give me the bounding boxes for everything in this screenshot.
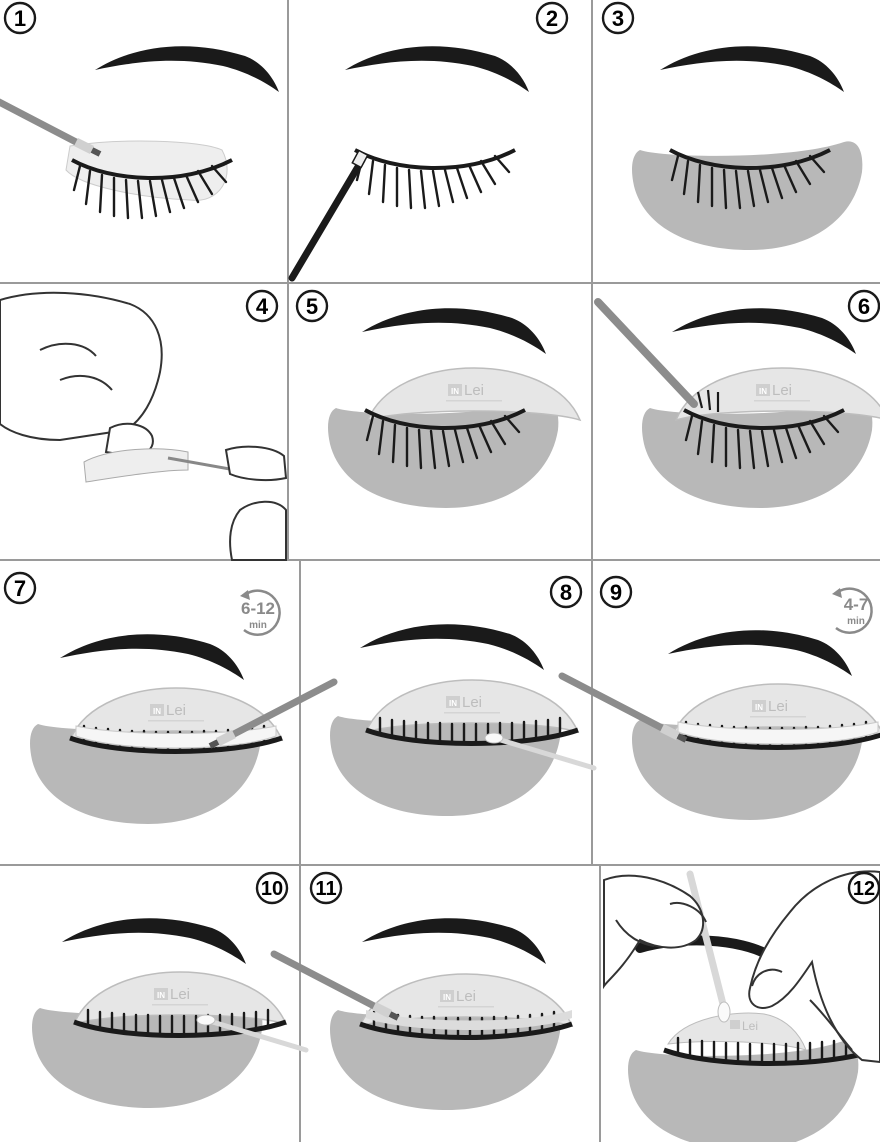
tool-hand-icon xyxy=(224,445,288,561)
panel-step-3: 3 xyxy=(601,1,863,250)
under-eye-pad xyxy=(632,141,863,250)
panel-step-7: 6-12 min 7 xyxy=(3,571,334,824)
timer-unit: min xyxy=(847,616,865,627)
step-number: 4 xyxy=(256,294,269,319)
panel-step-4: 4 xyxy=(0,289,288,561)
panel-step-6: 6 xyxy=(594,289,880,508)
step-number: 8 xyxy=(560,580,572,605)
step-number: 6 xyxy=(858,294,870,319)
step-number: 1 xyxy=(14,6,26,31)
panel-step-2: 2 xyxy=(288,1,569,282)
eyebrow xyxy=(660,46,844,92)
panel-step-10: 10 xyxy=(32,871,306,1108)
shield-in-hand xyxy=(83,448,189,483)
timer-icon: 6-12 min xyxy=(240,589,281,636)
applicator-stick-icon xyxy=(288,156,366,282)
eye-pad-applied xyxy=(65,140,228,201)
under-eye-pad xyxy=(642,399,873,508)
step-number: 11 xyxy=(315,878,336,900)
panel-step-8: 8 xyxy=(330,575,594,816)
step-number: 9 xyxy=(610,580,622,605)
panel-step-12: Lei 12 xyxy=(603,870,880,1142)
lashes xyxy=(353,148,517,210)
brush-icon xyxy=(0,90,100,154)
timer-value: 6-12 xyxy=(241,599,275,618)
hand-icon xyxy=(0,291,163,458)
brush-icon xyxy=(562,676,686,740)
eyebrow xyxy=(62,918,246,964)
panel-step-11: 11 xyxy=(274,871,572,1110)
timer-unit: min xyxy=(249,620,267,631)
step-number: 3 xyxy=(612,6,624,31)
step-number: 7 xyxy=(14,576,26,601)
tweezer-icon xyxy=(594,298,698,408)
panel-step-5: 5 xyxy=(295,289,581,508)
eyebrow xyxy=(362,308,546,354)
step-number: 5 xyxy=(306,294,318,319)
panel-step-1: 1 xyxy=(0,1,279,220)
step-number: 10 xyxy=(261,878,283,900)
eyebrow xyxy=(345,46,529,92)
cotton-swab-icon xyxy=(686,870,728,1012)
under-eye-pad xyxy=(328,399,559,508)
step-number: 12 xyxy=(853,878,875,900)
eyebrow xyxy=(668,630,852,676)
step-number: 2 xyxy=(546,6,558,31)
svg-text:Lei: Lei xyxy=(742,1019,758,1033)
eyebrow xyxy=(360,624,544,670)
panel-step-9: 4-7 min 9 xyxy=(562,575,880,820)
hand-left-icon xyxy=(603,874,707,990)
brush-icon xyxy=(274,954,398,1018)
eyebrow xyxy=(95,46,279,92)
eyebrow xyxy=(362,918,546,964)
under-eye-pad xyxy=(628,1041,859,1142)
eyebrow xyxy=(60,634,244,680)
timer-value: 4-7 xyxy=(844,595,869,614)
eyebrow xyxy=(672,308,856,354)
hand-right-icon xyxy=(748,870,880,1064)
timer-icon: 4-7 min xyxy=(832,587,873,634)
